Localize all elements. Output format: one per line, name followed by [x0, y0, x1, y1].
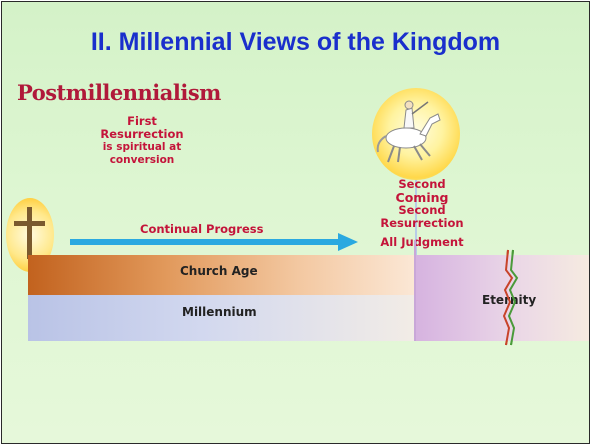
second-coming-line3: Second [398, 203, 446, 217]
age-divider [414, 240, 416, 341]
first-resurrection-line1: First [127, 114, 157, 128]
cross-icon [14, 207, 45, 259]
continual-progress-label: Continual Progress [140, 222, 264, 236]
continual-progress-arrow [70, 233, 358, 251]
first-resurrection-text: First Resurrection is spiritual at conve… [72, 115, 212, 167]
slide-title: II. Millennial Views of the Kingdom [90, 28, 501, 56]
second-coming-line2: Coming [395, 190, 449, 205]
second-coming-line1: Second [398, 177, 446, 191]
church-age-label: Church Age [180, 264, 258, 278]
second-coming-line5: All Judgment [380, 235, 464, 249]
millennium-band [28, 295, 414, 341]
broken-line-icon [502, 249, 519, 346]
first-resurrection-line2: Resurrection [100, 127, 184, 141]
first-resurrection-line3: is spiritual at [102, 141, 182, 153]
second-coming-line4: Resurrection [380, 216, 464, 230]
rider-on-white-horse-icon [376, 100, 441, 163]
view-name: Postmillennialism [17, 80, 221, 105]
second-coming-text: Second Coming Second Resurrection All Ju… [367, 178, 477, 249]
church-age-band [28, 255, 414, 295]
first-resurrection-line4: conversion [109, 154, 175, 166]
millennium-label: Millennium [182, 305, 257, 319]
eternity-band [416, 255, 589, 341]
